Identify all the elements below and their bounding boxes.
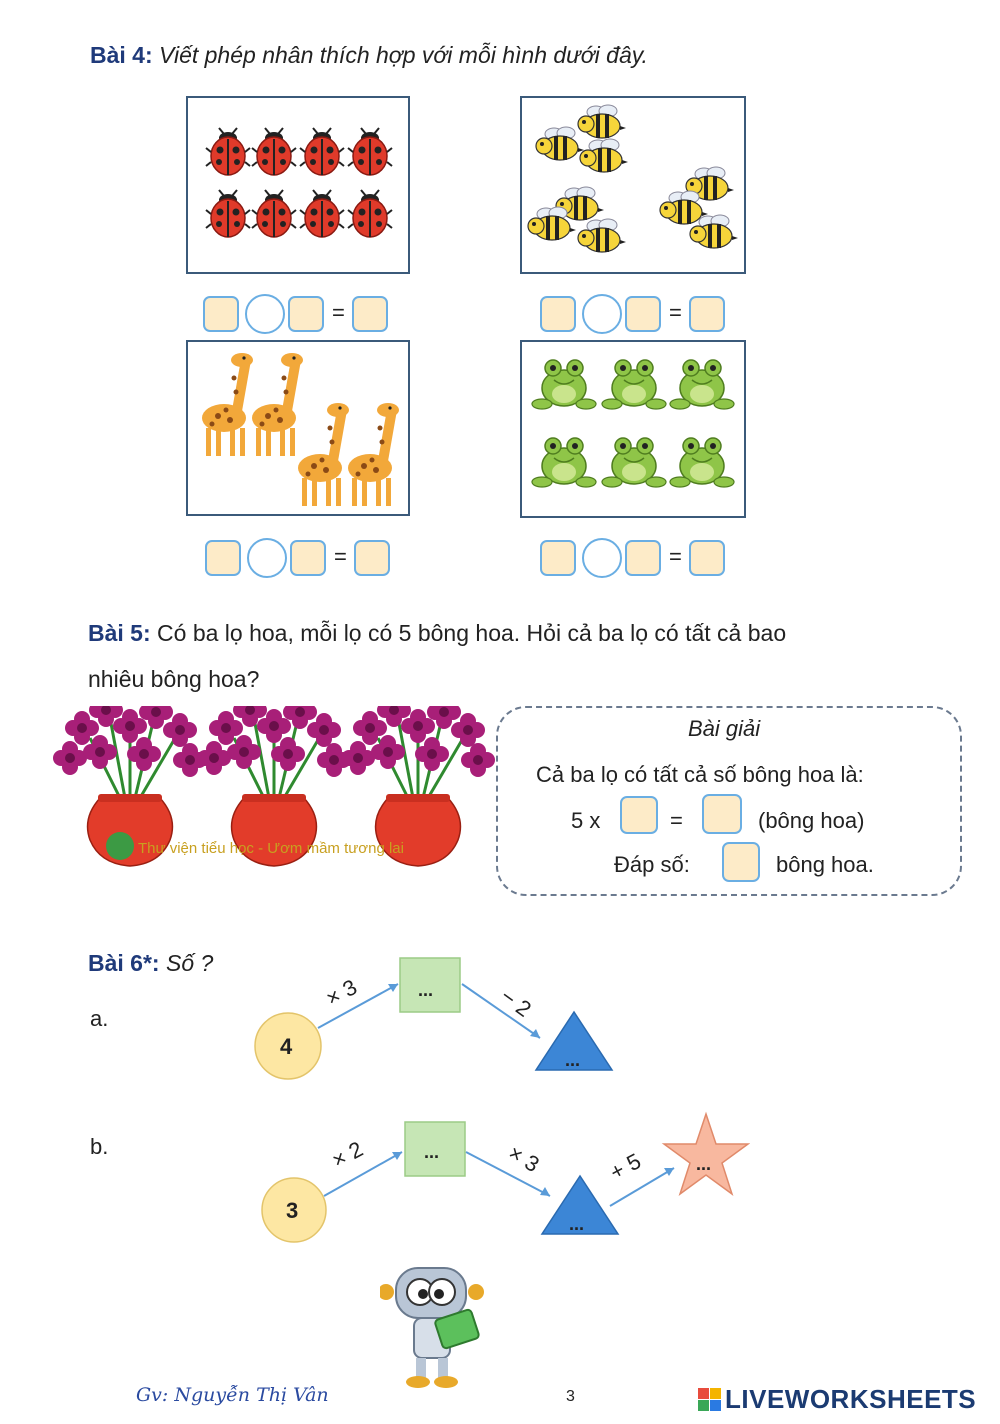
frog-icons [531, 359, 735, 488]
start-circle-b [261, 1177, 327, 1243]
part-b-label: b. [90, 1134, 109, 1159]
operator-circle[interactable] [247, 538, 287, 578]
ladybug-icons [205, 127, 393, 238]
operator-circle[interactable] [582, 294, 622, 334]
bai5-heading: Bài 5: Có ba lọ hoa, mỗi lọ có 5 bông ho… [88, 620, 786, 647]
equals-sign: = [332, 300, 345, 325]
watermark-text: Thư viện tiểu học - Ươm mầm tương lai [138, 840, 404, 857]
giraffe-icons [202, 353, 399, 506]
start-circle-a [254, 1012, 322, 1080]
bai4-label: Bài 4: [90, 42, 153, 68]
answer-label: Đáp số: [614, 852, 690, 877]
start-number-a: 4 [280, 1034, 293, 1059]
answer-box[interactable] [354, 540, 390, 576]
bee-icons [527, 104, 739, 253]
bai5-text-line2: nhiêu bông hoa? [88, 666, 260, 692]
blank3-b-text: ... [696, 1154, 712, 1174]
answer-box[interactable] [689, 296, 725, 332]
blank2-b-text: ... [569, 1214, 585, 1234]
ladybug-picture [186, 96, 410, 274]
answer-box[interactable] [540, 296, 576, 332]
equals-sign: = [669, 300, 682, 325]
answer-box[interactable] [205, 540, 241, 576]
bai4-instruction: Viết phép nhân thích hợp với mỗi hình dư… [152, 42, 648, 68]
answer-unit: bông hoa. [776, 852, 874, 877]
calc-result-box[interactable] [702, 794, 742, 834]
calc-prefix: 5 x [571, 808, 601, 833]
blank-square-b[interactable] [404, 1121, 466, 1177]
flower-vases-image: Thư viện tiểu học - Ươm mầm tương lai [52, 706, 496, 876]
part-b-diagram [261, 1111, 750, 1243]
start-number-b: 3 [286, 1198, 299, 1223]
calc-answer-box[interactable] [620, 796, 658, 834]
answer-box[interactable] [540, 540, 576, 576]
operator-circle[interactable] [582, 538, 622, 578]
bai6-label: Bài 6*: [88, 950, 160, 976]
solution-box [496, 706, 962, 896]
giraffe-picture [186, 340, 410, 516]
solution-line1: Cả ba lọ có tất cả số bông hoa là: [536, 762, 864, 787]
page-number: 3 [566, 1388, 575, 1405]
solution-title: Bài giải [688, 716, 761, 741]
teacher-signature: Gv: Nguyễn Thị Vân [136, 1384, 329, 1406]
blank2-a-text: ... [565, 1050, 581, 1070]
answer-box[interactable] [203, 296, 239, 332]
logo-icon [698, 1388, 721, 1411]
answer-box[interactable] [290, 540, 326, 576]
bai4-heading: Bài 4: Viết phép nhân thích hợp với mỗi … [90, 42, 648, 69]
bai6-heading: Bài 6*: Số ? [88, 950, 213, 977]
liveworksheets-logo: LIVEWORKSHEETS [698, 1384, 976, 1415]
equals-sign: = [334, 544, 347, 569]
answer-box[interactable] [625, 296, 661, 332]
answer-box[interactable] [689, 540, 725, 576]
bee-picture [520, 96, 746, 274]
calc-equals: = [670, 808, 683, 833]
robot-mascot-image [380, 1267, 484, 1388]
part-a-diagram [254, 957, 614, 1080]
blank1-b-text: ... [424, 1142, 440, 1162]
blank-square-a[interactable] [399, 957, 461, 1013]
part-a-label: a. [90, 1006, 109, 1031]
final-answer-box[interactable] [722, 842, 760, 882]
equals-sign: = [669, 544, 682, 569]
brand-text: LIVEWORKSHEETS [725, 1384, 977, 1414]
calc-unit: (bông hoa) [758, 808, 865, 833]
answer-box[interactable] [288, 296, 324, 332]
blank1-a-text: ... [418, 980, 434, 1000]
answer-box[interactable] [352, 296, 388, 332]
blank-triangle-b[interactable] [540, 1174, 620, 1235]
blank-triangle-a[interactable] [534, 1010, 614, 1071]
blank-star-b[interactable] [661, 1111, 750, 1196]
bai5-text-line1: Có ba lọ hoa, mỗi lọ có 5 bông hoa. Hỏi … [150, 620, 787, 646]
frog-picture [520, 340, 746, 518]
bai5-label: Bài 5: [88, 620, 151, 646]
answer-box[interactable] [625, 540, 661, 576]
bai6-instruction: Số ? [159, 950, 214, 976]
operator-circle[interactable] [245, 294, 285, 334]
